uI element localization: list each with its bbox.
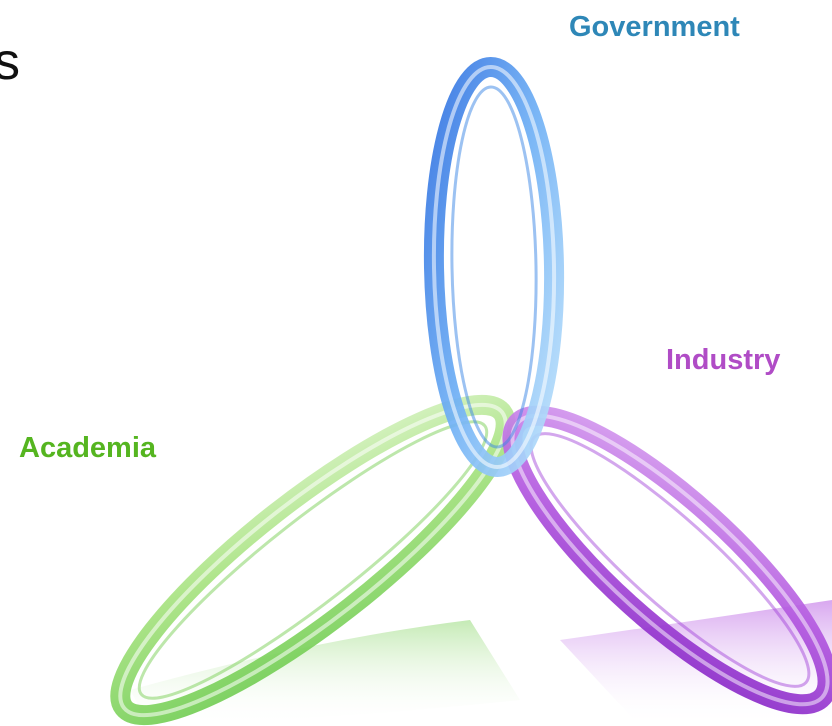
cropped-heading-text: s [0,33,20,91]
green-glass-ring [110,394,516,726]
academia-label: Academia [19,432,157,464]
industry-label: Industry [666,344,781,376]
government-label: Government [569,11,740,43]
